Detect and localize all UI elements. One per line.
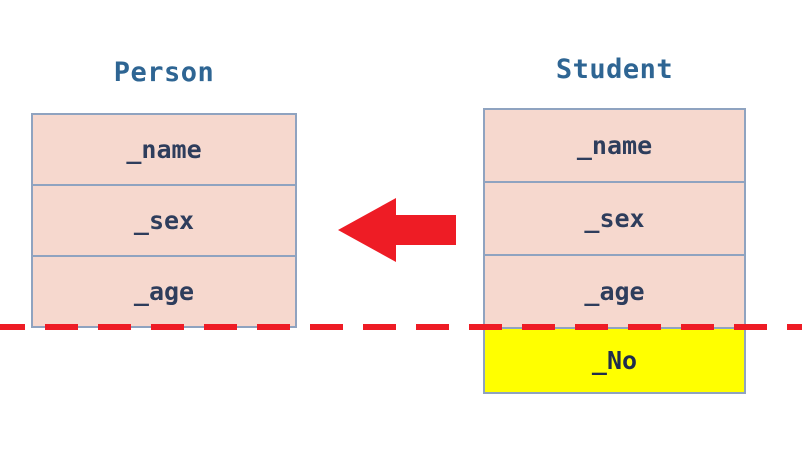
arrow-left-icon: [338, 198, 456, 262]
person-member-name: _name: [33, 115, 295, 186]
person-member-sex: _sex: [33, 186, 295, 257]
student-member-no: _No: [485, 329, 744, 392]
student-member-age: _age: [485, 256, 744, 329]
person-member-age: _age: [33, 257, 295, 326]
student-class-title: Student: [555, 54, 674, 85]
dashed-boundary-line: [0, 324, 802, 330]
person-class-title: Person: [113, 57, 215, 88]
student-member-name: _name: [485, 110, 744, 183]
student-member-sex: _sex: [485, 183, 744, 256]
student-class-box: _name _sex _age _No: [483, 108, 746, 394]
inheritance-arrow: [338, 196, 456, 264]
person-class-box: _name _sex _age: [31, 113, 297, 328]
